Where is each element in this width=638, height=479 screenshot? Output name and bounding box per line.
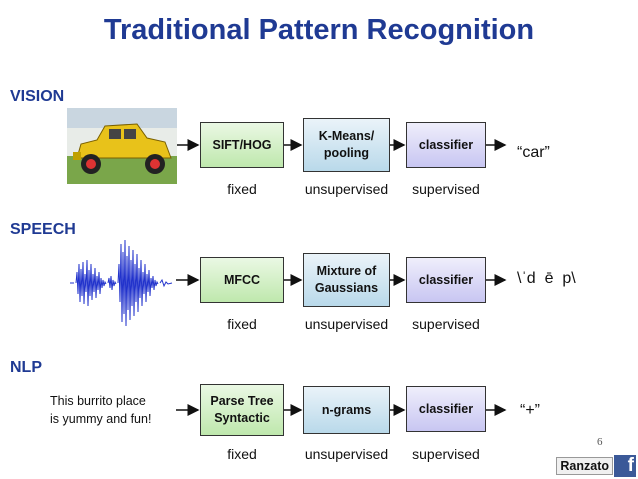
output-speech: \ˈd ē p\ bbox=[517, 270, 576, 287]
page-number: 6 bbox=[597, 436, 603, 448]
label-fixed-speech: fixed bbox=[227, 316, 257, 332]
sift-hog-box: SIFT/HOG bbox=[200, 122, 284, 168]
label-supervised-nlp: supervised bbox=[412, 446, 480, 462]
label-supervised-speech: supervised bbox=[412, 316, 480, 332]
nlp-input-text: This burrito place is yummy and fun! bbox=[50, 394, 152, 426]
section-nlp: NLP bbox=[10, 359, 42, 376]
slide-title: Traditional Pattern Recognition bbox=[103, 14, 535, 46]
output-vision: “car” bbox=[517, 144, 550, 161]
label-fixed-nlp: fixed bbox=[227, 446, 257, 462]
label-supervised-vision: supervised bbox=[412, 181, 480, 197]
label-unsupervised-speech: unsupervised bbox=[304, 316, 389, 332]
kmeans-pooling-box: K-Means/ pooling bbox=[303, 118, 390, 172]
classifier-box-vision: classifier bbox=[406, 122, 486, 168]
ngrams-box: n-grams bbox=[303, 386, 390, 434]
output-nlp: “+” bbox=[520, 402, 540, 419]
ranzato-badge: Ranzato f bbox=[556, 455, 636, 477]
author-name: Ranzato bbox=[556, 457, 613, 475]
classifier-box-speech: classifier bbox=[406, 257, 486, 303]
car-photo-icon bbox=[67, 108, 177, 184]
section-speech: SPEECH bbox=[10, 221, 76, 238]
classifier-box-nlp: classifier bbox=[406, 386, 486, 432]
mfcc-box: MFCC bbox=[200, 257, 284, 303]
label-unsupervised-vision: unsupervised bbox=[304, 181, 389, 197]
label-fixed-vision: fixed bbox=[227, 181, 257, 197]
label-unsupervised-nlp: unsupervised bbox=[304, 446, 389, 462]
facebook-logo-icon: f bbox=[614, 455, 636, 477]
speech-waveform-icon bbox=[70, 239, 173, 327]
gaussian-mixture-box: Mixture of Gaussians bbox=[303, 253, 390, 307]
section-vision: VISION bbox=[10, 88, 65, 105]
parse-tree-box: Parse Tree Syntactic bbox=[200, 384, 284, 436]
